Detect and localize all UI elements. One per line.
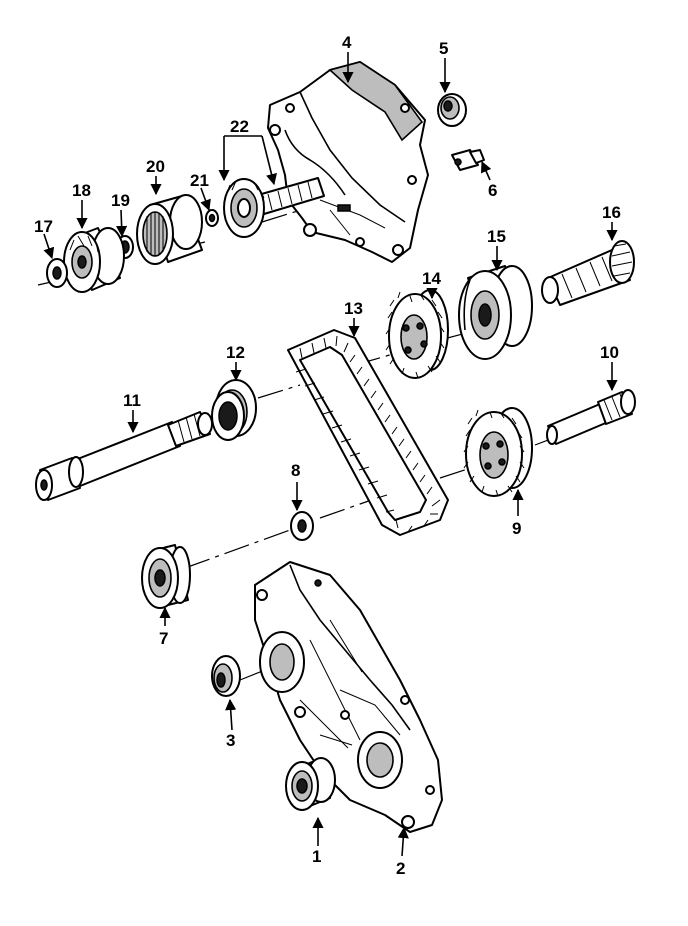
callout-3: 3 — [226, 731, 235, 750]
callout-4: 4 — [342, 33, 352, 52]
front-case-seal — [211, 655, 241, 697]
callout-7: 7 — [159, 629, 168, 648]
drive-chain — [287, 329, 449, 536]
ball-bearing — [141, 544, 191, 609]
drive-sprocket — [385, 289, 449, 379]
callout-19: 19 — [111, 191, 130, 210]
input-shaft — [35, 411, 213, 501]
callout-10: 10 — [600, 343, 619, 362]
callout-17: 17 — [34, 217, 53, 236]
drive-sprocket-hub — [458, 265, 533, 360]
spacer-washer — [290, 511, 314, 541]
callout-6: 6 — [488, 181, 497, 200]
planetary-carrier — [63, 227, 125, 293]
output-seal — [437, 93, 467, 127]
snap-ring-washer — [205, 209, 219, 227]
callout-11: 11 — [123, 391, 141, 410]
callout-leaders — [43, 52, 618, 857]
callout-12: 12 — [226, 343, 245, 362]
callout-20: 20 — [146, 157, 165, 176]
front-case-housing — [254, 561, 443, 833]
callout-16: 16 — [602, 203, 621, 222]
output-shaft-with-bearing — [223, 177, 325, 238]
callout-2: 2 — [396, 859, 405, 878]
callout-13: 13 — [344, 299, 363, 318]
callout-5: 5 — [439, 39, 448, 58]
driven-sprocket — [463, 407, 533, 497]
pinion-shaft — [546, 389, 636, 445]
callout-14: 14 — [422, 269, 441, 288]
callout-22: 22 — [230, 117, 249, 136]
rear-case-housing — [267, 61, 429, 263]
callout-21: 21 — [190, 171, 209, 190]
front-output-shaft — [541, 240, 635, 306]
input-bearing — [211, 379, 257, 441]
thrust-washer — [46, 258, 68, 288]
callout-labels: 1 2 3 4 5 6 7 8 9 10 11 12 13 14 15 16 1… — [34, 33, 621, 878]
callout-18: 18 — [72, 181, 91, 200]
callout-15: 15 — [487, 227, 506, 246]
oil-seal — [285, 757, 336, 811]
callout-8: 8 — [291, 461, 300, 480]
roller-bearing-sleeve — [136, 194, 203, 265]
callout-1: 1 — [312, 847, 321, 866]
callout-9: 9 — [512, 519, 521, 538]
speed-sensor — [451, 149, 485, 171]
